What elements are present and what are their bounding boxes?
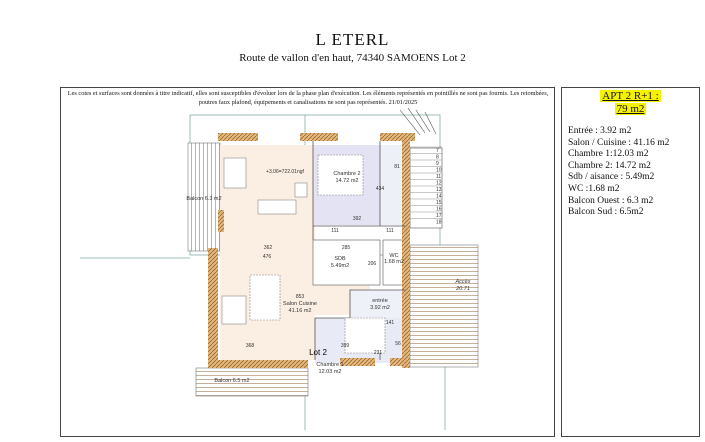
dressing xyxy=(380,145,406,225)
room-label: entrée xyxy=(372,298,388,304)
dimension: 362 xyxy=(264,245,273,251)
dimension: 111 xyxy=(386,228,394,234)
dimension: 56 xyxy=(395,341,401,347)
room-label: WC xyxy=(389,253,398,259)
surface-row: Entrée : 3.92 m2 xyxy=(568,126,632,136)
room-area: 1.68 m2 xyxy=(384,259,404,265)
room-area: 14.72 m2 xyxy=(336,178,359,184)
dimension: 399 xyxy=(341,343,350,349)
dimension: 206 xyxy=(368,261,377,267)
apartment-name: APT 2 R+1 : xyxy=(600,90,661,102)
dimension: 476 xyxy=(263,254,272,260)
balcony-label: Balcon 6.5 m2 xyxy=(214,378,249,384)
room-label: Chambre 1 xyxy=(316,362,343,368)
dimension: 434 xyxy=(376,186,385,192)
room-label: Chambre 2 xyxy=(333,171,360,177)
surface-row: Balcon Ouest : 6.3 m2 xyxy=(568,195,654,206)
dimension: 392 xyxy=(353,216,362,222)
surface-row: Sdb / aisance : 5.49m2 xyxy=(568,172,655,183)
surface-row: WC :1.68 m2 xyxy=(568,183,620,194)
surface-row: Salon / Cuisine : 41.16 m2 xyxy=(568,137,670,148)
dimension: 231 xyxy=(374,350,383,356)
stair-step-number: 10 xyxy=(436,168,442,174)
dimension: 285 xyxy=(342,245,351,251)
access-label: Accès xyxy=(455,279,471,285)
dimension: 111 xyxy=(331,228,339,234)
sdb xyxy=(312,239,381,286)
room-label: Salon Cuisine xyxy=(283,301,317,307)
room-area: 5.49m2 xyxy=(331,263,349,269)
stair-step-number: 8 xyxy=(436,155,439,161)
stair-step-number: 17 xyxy=(436,213,442,219)
furniture xyxy=(221,154,386,354)
disclaimer-notice: Les cotes et surfaces sont données à tit… xyxy=(67,90,549,106)
stair-step-number: 18 xyxy=(436,220,442,226)
walls xyxy=(208,133,415,368)
balcony-south xyxy=(195,367,309,397)
balcony-west xyxy=(187,142,221,252)
balcony-label: Balcon 6.3 m2 xyxy=(186,196,221,202)
apartment-title: APT 2 R+1 : 79 m2 xyxy=(568,90,693,116)
surface-summary: APT 2 R+1 : 79 m2 Entrée : 3.92 m2 Salon… xyxy=(561,87,700,437)
apartment-area: 79 m2 xyxy=(614,103,647,115)
plan-frame xyxy=(60,87,555,437)
room-area: 12.03 m2 xyxy=(319,369,342,375)
stair-step-number: 14 xyxy=(436,194,442,200)
stair-step-number: 9 xyxy=(436,161,439,167)
dimension: 81 xyxy=(394,164,400,170)
stair-step-number: 12 xyxy=(436,181,442,187)
staircase xyxy=(399,107,443,229)
stair-step-number: 11 xyxy=(436,174,441,180)
surface-row: Chambre 2: 14.72 m2 xyxy=(568,160,651,171)
lot-label: Lot 2 xyxy=(309,348,327,357)
surface-row: Chambre 1:12.03 m2 xyxy=(568,149,649,160)
dimension: 853 xyxy=(296,294,305,300)
stair-step-number: 16 xyxy=(436,207,442,213)
access-area: 20.71 xyxy=(455,286,470,292)
height-tag: +3.06=722.01ngf xyxy=(266,169,304,175)
surface-row: Balcon Sud : 6.5m2 xyxy=(568,207,644,218)
stair-step-number: 7 xyxy=(436,148,439,154)
dimension: 368 xyxy=(246,343,255,349)
dimension: 141 xyxy=(386,320,395,326)
entree xyxy=(350,290,405,318)
room-area: 41.16 m2 xyxy=(289,308,312,314)
room-label: SDB xyxy=(334,256,346,262)
stair-step-number: 15 xyxy=(436,200,442,206)
stair-step-number: 13 xyxy=(436,187,442,193)
room-area: 3.92 m2 xyxy=(370,305,390,311)
address: Route de vallon d'en haut, 74340 SAMOENS… xyxy=(239,52,466,64)
page-title: L ETERL xyxy=(315,30,390,49)
access-deck xyxy=(409,244,479,368)
partitions xyxy=(312,141,405,360)
